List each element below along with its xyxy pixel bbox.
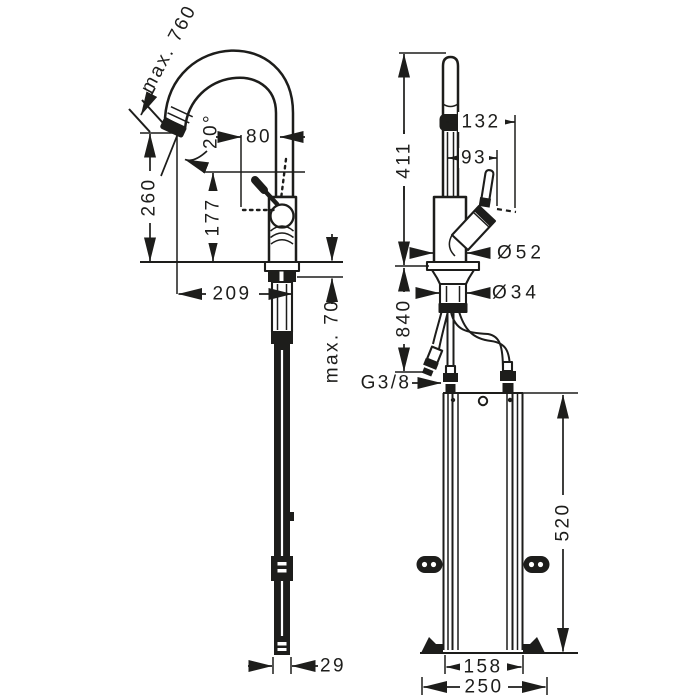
pullout-hose [271, 344, 294, 655]
base-flange-front [425, 260, 481, 272]
dim-box-width: 158 [446, 657, 522, 678]
dim-outlet-height: 260 [139, 133, 160, 262]
hidden-hose-dotted [279, 157, 288, 201]
spout-arc [163, 49, 295, 199]
dim-outlet-height-label: 260 [139, 178, 160, 217]
dim-spray-angle: 20° [160, 113, 222, 177]
spray-head [160, 105, 194, 138]
front-view: 411 132 93 Ø52 Ø34 [361, 52, 578, 698]
dim-shank-diameter: Ø34 [415, 283, 540, 304]
dim-max-counter-label: max. 70 [322, 299, 343, 383]
handle-cone [448, 204, 497, 257]
dim-outlet-offset-label: 80 [246, 127, 272, 148]
side-view: max. 760 20° 80 260 [128, 1, 346, 677]
installation-box [416, 392, 578, 654]
dim-spray-angle-label: 20° [201, 113, 222, 149]
dim-base-diameter-label: Ø52 [497, 243, 545, 264]
dim-connection-thread-label: G3/8 [361, 373, 412, 394]
dim-box-height: 520 [553, 394, 574, 652]
escutcheon [430, 268, 476, 286]
box-mount-hole [477, 395, 489, 407]
dim-outlet-offset: 80 [216, 127, 305, 148]
handle-lever-front [478, 169, 495, 208]
dim-body-height: 177 [203, 172, 224, 262]
box-clip-right [523, 556, 550, 573]
dim-connection-thread: G3/8 [361, 373, 442, 394]
dim-handle-offset: 93 [447, 148, 497, 169]
dim-handle-offset-label: 93 [461, 148, 487, 169]
dim-spout-reach-label: 209 [213, 284, 252, 305]
mounting-nut-side [268, 271, 296, 282]
hose-collar [271, 331, 293, 344]
dim-spout-reach: 209 [178, 284, 293, 305]
box-clip-left [416, 556, 443, 573]
dim-base-diameter: Ø52 [409, 243, 545, 264]
joint-rings [270, 225, 294, 245]
dim-box-width-label: 158 [464, 657, 503, 678]
dim-handle-reach-label: 132 [462, 112, 501, 133]
dim-body-height-label: 177 [203, 198, 224, 237]
box-foot-right [523, 637, 545, 653]
dim-max-counter: max. 70 [322, 234, 343, 383]
dim-footprint-width-label: 250 [465, 677, 504, 698]
dim-handle-reach: 132 [445, 112, 515, 133]
dim-hose-width-label: 29 [320, 656, 346, 677]
dim-hose-length-label: 840 [394, 299, 415, 338]
base-flange-side [263, 260, 301, 273]
dim-hose-width: 29 [248, 656, 346, 677]
handle-lever-side [251, 176, 280, 207]
box-inlet-fittings [443, 360, 516, 393]
dim-box-height-label: 520 [553, 503, 574, 542]
dim-shank-diameter-label: Ø34 [492, 283, 540, 304]
dim-total-height: 411 [394, 53, 415, 266]
dim-total-height-label: 411 [394, 141, 415, 179]
supply-hoses [421, 305, 511, 377]
ball-joint [269, 203, 295, 229]
pipe-seam [442, 103, 459, 108]
shank-collar [438, 303, 468, 313]
handle-dashed-reference [496, 207, 517, 214]
box-foot-left [421, 637, 443, 653]
faucet-body-front [432, 195, 468, 265]
dim-footprint-width: 250 [423, 677, 546, 698]
dim-hose-length: 840 [394, 267, 415, 372]
shank-side [270, 280, 294, 334]
shank-front [438, 282, 468, 306]
